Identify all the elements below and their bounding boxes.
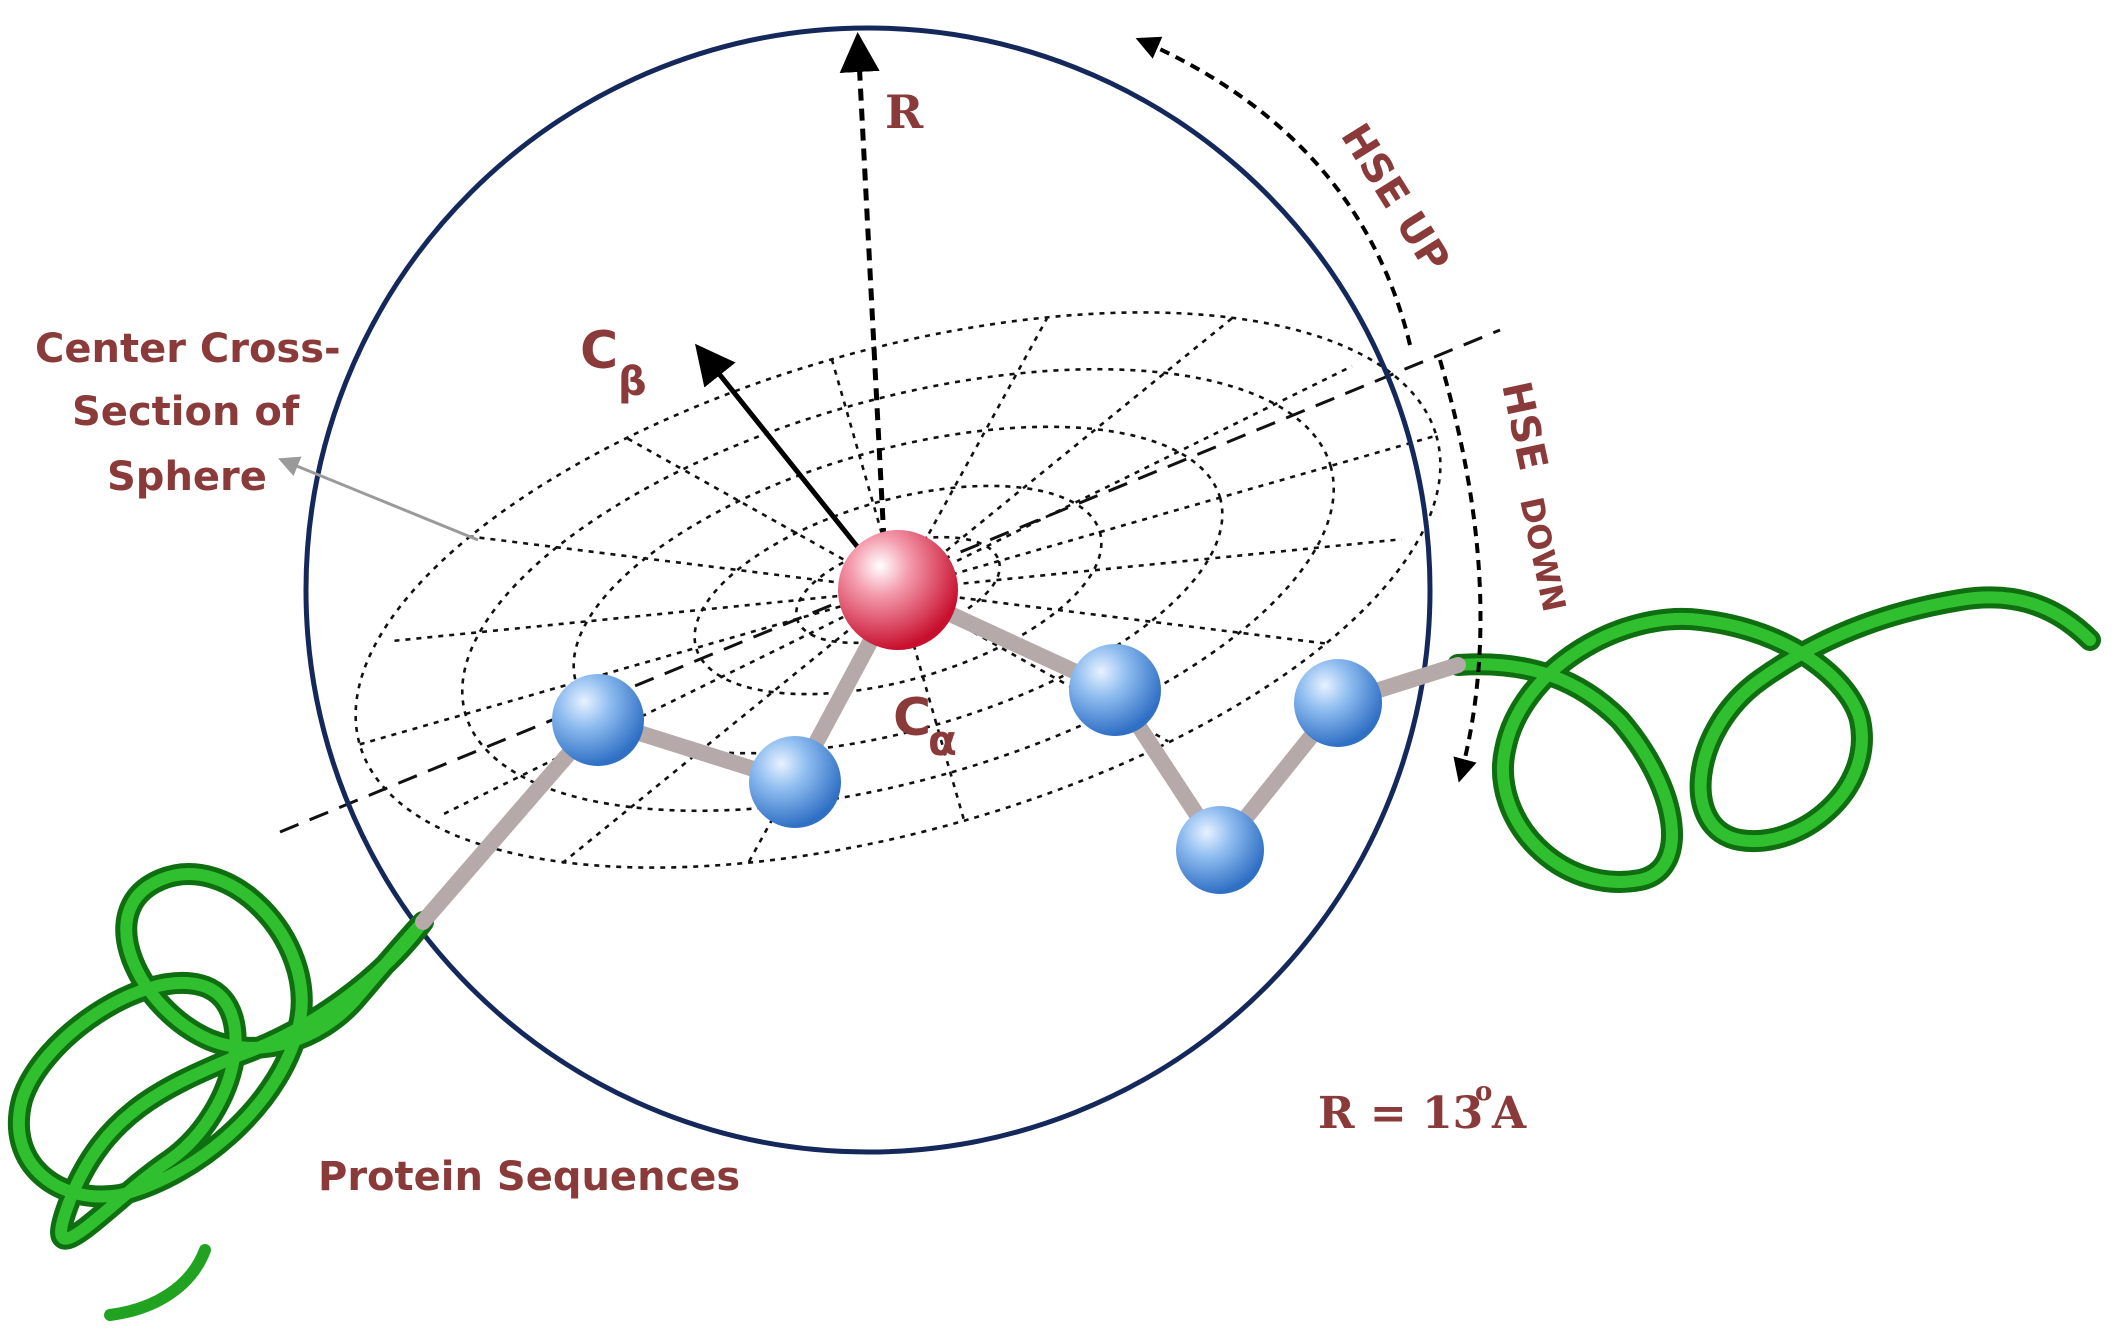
radius-value-label: R = 13 bbox=[1318, 1088, 1483, 1139]
atoms bbox=[552, 530, 1382, 894]
c-beta-vector-arrow bbox=[695, 343, 870, 562]
radius-value-degree: o bbox=[1475, 1077, 1492, 1107]
radius-arrow bbox=[839, 32, 888, 561]
c-alpha-label-main: C bbox=[893, 688, 931, 748]
hse-down-label-hse: HSE bbox=[1492, 378, 1556, 475]
center-cross-section-label-line3: Sphere bbox=[107, 454, 267, 500]
protein-sequences-label: Protein Sequences bbox=[318, 1154, 740, 1200]
hse-down-arrow bbox=[1438, 359, 1483, 783]
c-alpha-atom bbox=[838, 530, 958, 650]
center-cross-section-label-line2: Section of bbox=[72, 389, 300, 435]
sphere-outline bbox=[303, 25, 1433, 1155]
right-protein-helix bbox=[1447, 586, 2101, 893]
c-beta-label-main: C bbox=[580, 321, 618, 381]
chain-atom bbox=[1294, 659, 1382, 747]
left-protein-helix bbox=[7, 863, 434, 1321]
radius-value-unit: A bbox=[1491, 1088, 1527, 1139]
radius-label: R bbox=[885, 85, 924, 139]
hse-up-arrow bbox=[1135, 36, 1412, 346]
chain-atom bbox=[552, 674, 644, 766]
c-beta-label-sub: β bbox=[618, 359, 647, 405]
chain-atom bbox=[749, 736, 841, 828]
center-cross-section-label-line1: Center Cross- bbox=[35, 326, 341, 372]
cross-section-pointer-arrow bbox=[278, 456, 479, 542]
chain-atom bbox=[1069, 644, 1161, 736]
hse-up-label: HSE UP bbox=[1332, 116, 1459, 281]
c-alpha-label-sub: α bbox=[928, 716, 957, 765]
hse-down-label-down: DOWN bbox=[1512, 494, 1573, 615]
chain-atom bbox=[1176, 806, 1264, 894]
